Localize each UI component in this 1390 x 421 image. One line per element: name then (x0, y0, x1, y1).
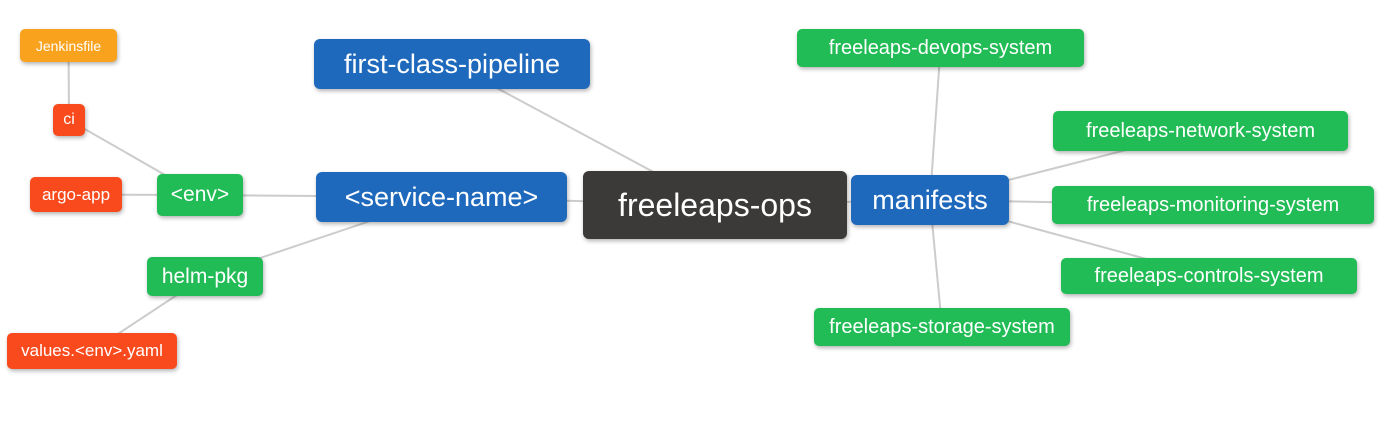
node-helm-pkg[interactable]: helm-pkg (147, 257, 263, 296)
node-service-name[interactable]: <service-name> (316, 172, 567, 222)
node-freeleaps-devops-system[interactable]: freeleaps-devops-system (797, 29, 1084, 67)
node-freeleaps-ops-root[interactable]: freeleaps-ops (583, 171, 847, 239)
node-ci[interactable]: ci (53, 104, 85, 136)
node-freeleaps-storage-system[interactable]: freeleaps-storage-system (814, 308, 1070, 346)
node-first-class-pipeline[interactable]: first-class-pipeline (314, 39, 590, 89)
node-values-env-yaml[interactable]: values.<env>.yaml (7, 333, 177, 369)
edge-manifests--freeleaps-devops-system (929, 47, 942, 201)
node-argo-app[interactable]: argo-app (30, 177, 122, 212)
node-jenkinsfile[interactable]: Jenkinsfile (20, 29, 117, 62)
node-manifests[interactable]: manifests (851, 175, 1009, 225)
node-freeleaps-network-system[interactable]: freeleaps-network-system (1053, 111, 1348, 151)
node-freeleaps-controls-system[interactable]: freeleaps-controls-system (1061, 258, 1357, 294)
node-freeleaps-monitoring-system[interactable]: freeleaps-monitoring-system (1052, 186, 1374, 224)
node-env[interactable]: <env> (157, 174, 243, 216)
